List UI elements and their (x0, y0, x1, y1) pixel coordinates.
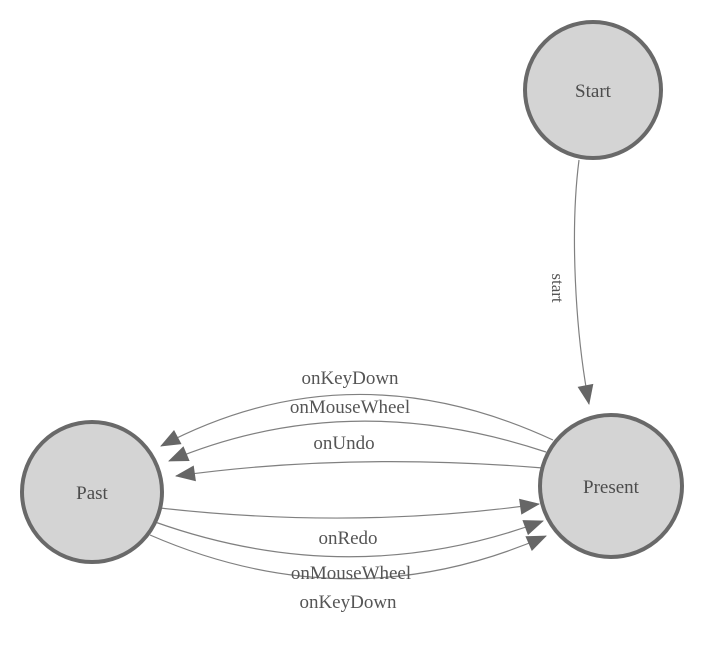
edge-past-to-present-onredo[interactable] (159, 498, 540, 519)
edge-label-start: start (548, 273, 567, 303)
edge-present-to-past-onundo[interactable] (175, 461, 544, 482)
edge-past-to-present-onmousewheel[interactable] (154, 520, 544, 558)
node-start-label: Start (575, 81, 612, 102)
edge-labels: start onKeyDown onMouseWheel onUndo onRe… (290, 273, 567, 613)
node-present-label: Present (583, 477, 640, 498)
node-past-circle[interactable] (20, 420, 164, 564)
edge-label-onmousewheel-top: onMouseWheel (290, 397, 410, 418)
edge-present-to-past-onkeydown[interactable] (160, 393, 554, 447)
edge-label-onkeydown-top: onKeyDown (301, 368, 399, 389)
edge-label-onredo: onRedo (318, 528, 377, 549)
edge-label-onmousewheel-bottom: onMouseWheel (291, 563, 411, 584)
edge-label-onkeydown-bottom: onKeyDown (299, 592, 397, 613)
node-present[interactable]: Present (538, 413, 684, 559)
node-start[interactable]: Start (523, 20, 663, 160)
node-present-circle[interactable] (538, 413, 684, 559)
node-past[interactable]: Past (20, 420, 164, 564)
edge-past-to-present-onkeydown[interactable] (149, 534, 547, 580)
edge-label-onundo: onUndo (313, 433, 374, 454)
node-past-label: Past (76, 483, 108, 504)
node-start-circle[interactable] (523, 20, 663, 160)
edge-present-to-past-onmousewheel[interactable] (168, 420, 547, 462)
edges (149, 159, 594, 580)
edge-start-to-present[interactable] (573, 159, 594, 405)
